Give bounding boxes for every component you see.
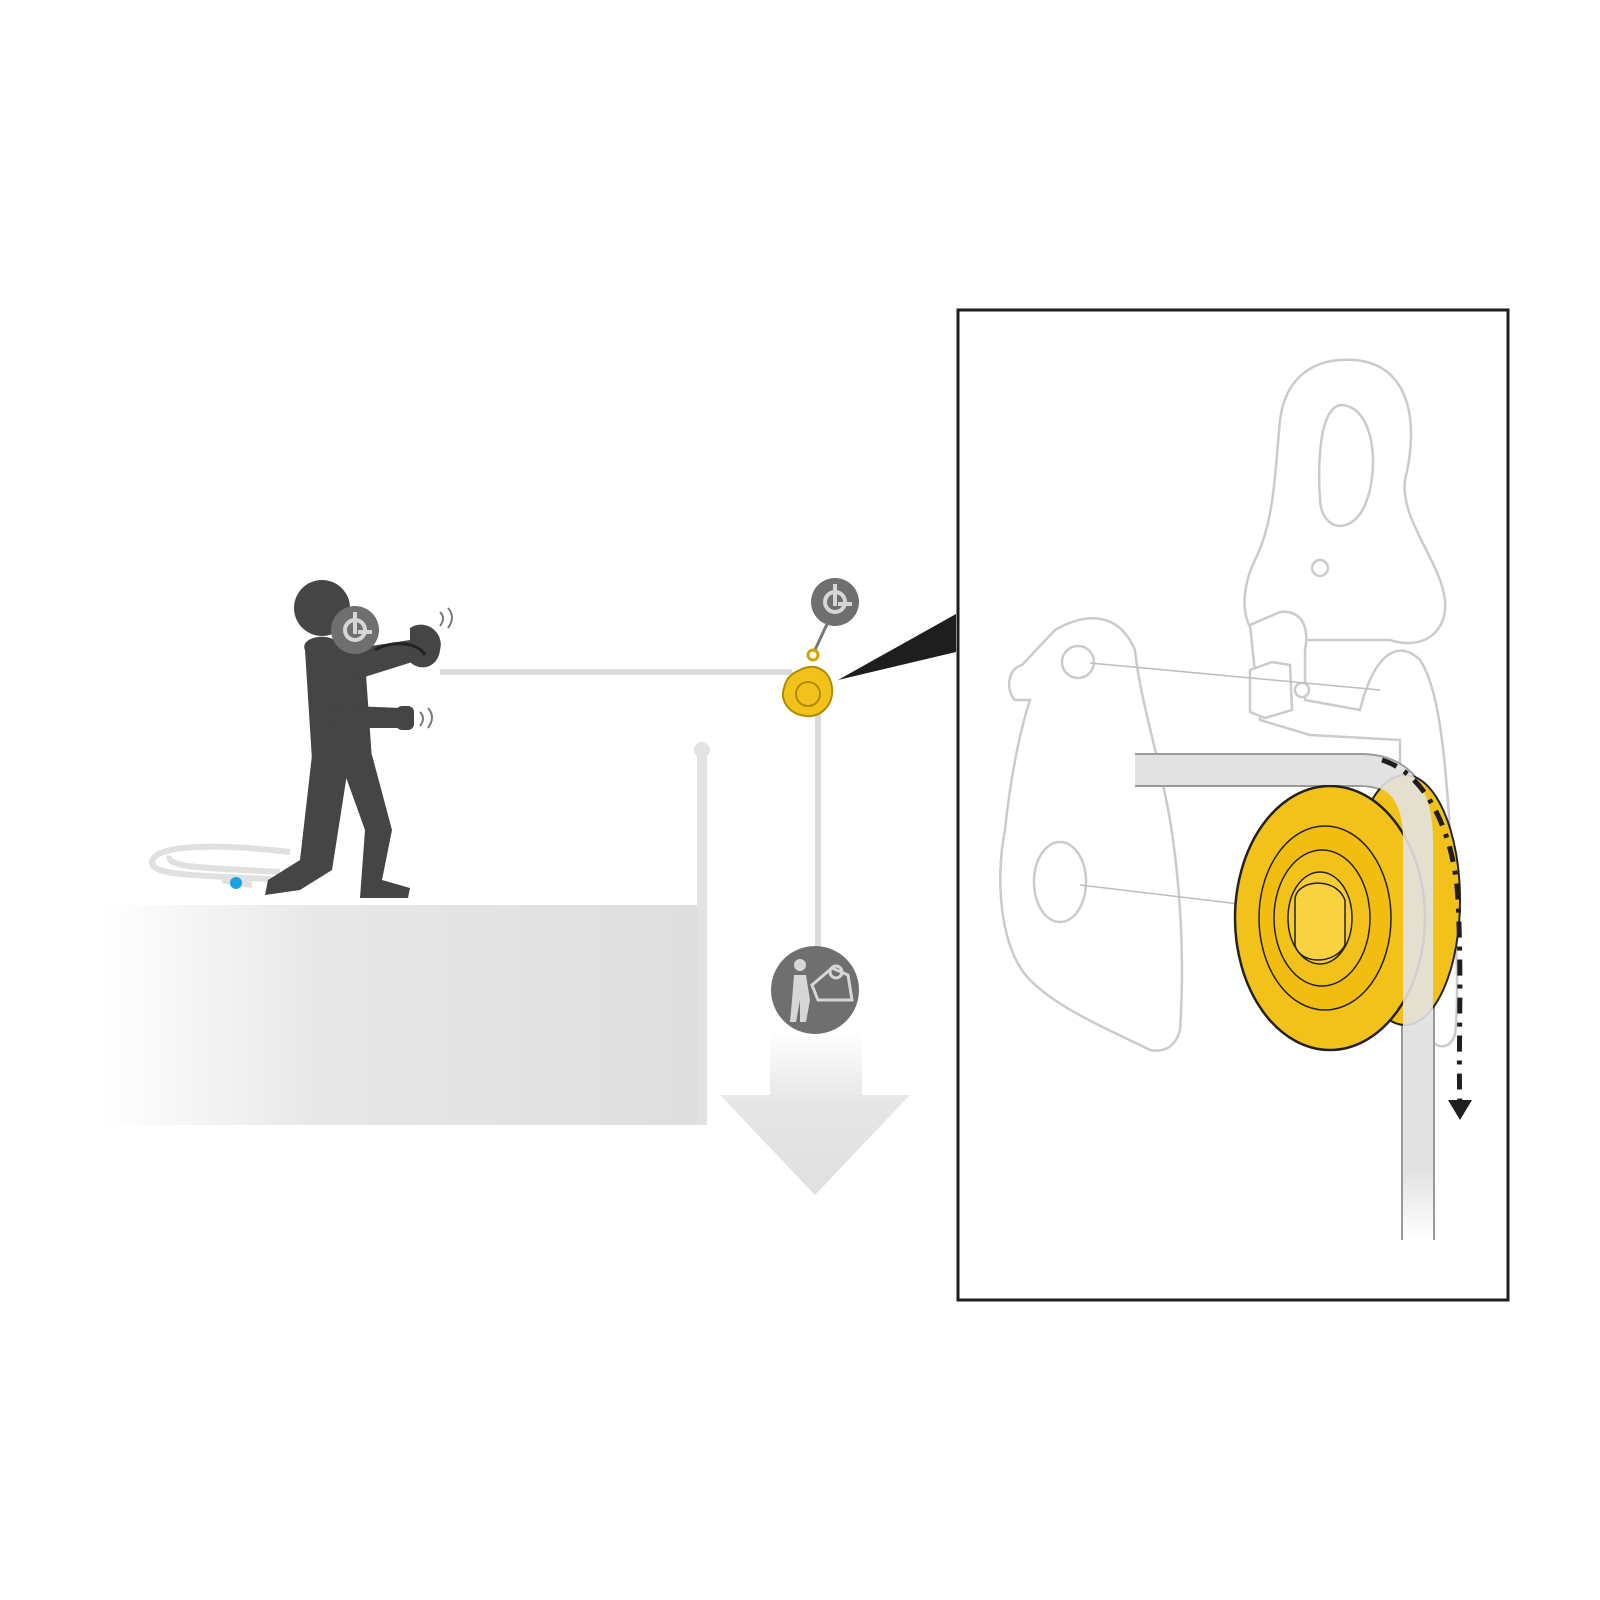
anchor-icon [331, 606, 379, 654]
rotation-arrow-head [1448, 1100, 1472, 1120]
detail-rope-front [1255, 755, 1433, 1040]
pulley-device-ghost-outline [999, 358, 1459, 1052]
person-pulling-rope-icon [265, 580, 441, 898]
rope [440, 669, 821, 960]
ledge [103, 742, 710, 1125]
person-with-load-icon [771, 946, 859, 1034]
motion-lines [419, 607, 453, 729]
anchor-sling [812, 621, 830, 653]
carabiner [806, 648, 820, 662]
sling [374, 642, 427, 656]
rotation-arrow-icon [1381, 757, 1463, 1111]
pulley-icon [782, 665, 834, 718]
callout-pointer [838, 614, 956, 680]
arrow-down-icon [720, 1030, 910, 1195]
anchor-icon [811, 578, 859, 626]
rope-end-marker [230, 877, 242, 889]
